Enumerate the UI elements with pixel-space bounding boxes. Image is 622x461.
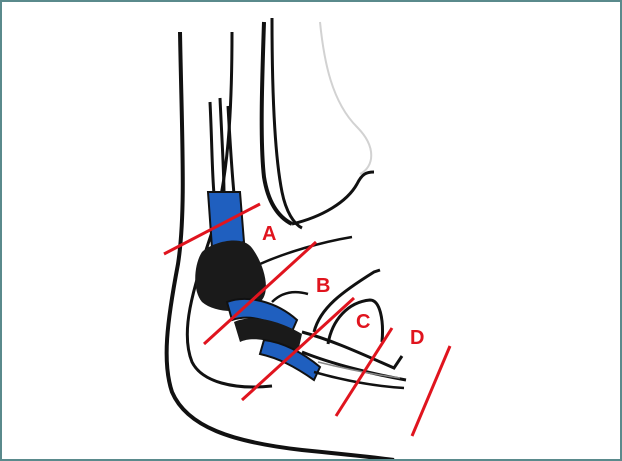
tendon-strand-2 [220, 98, 224, 194]
talus-outline [292, 172, 374, 224]
tendon-sheath-upper [208, 192, 244, 248]
zone-label-c: C [356, 311, 370, 333]
tibia-outline-2 [272, 18, 302, 228]
zone-marker-d1 [336, 328, 392, 416]
tibia-outline [262, 22, 292, 224]
medial-malleolus-outline [320, 22, 371, 174]
zone-label-d: D [410, 327, 424, 349]
heel-outline [167, 32, 394, 459]
tendon-hook-3 [272, 292, 308, 302]
zone-label-b: B [316, 275, 330, 297]
zone-marker-d2 [412, 346, 450, 436]
zone-label-a: A [262, 223, 276, 245]
tendon-strand-1 [210, 102, 214, 194]
